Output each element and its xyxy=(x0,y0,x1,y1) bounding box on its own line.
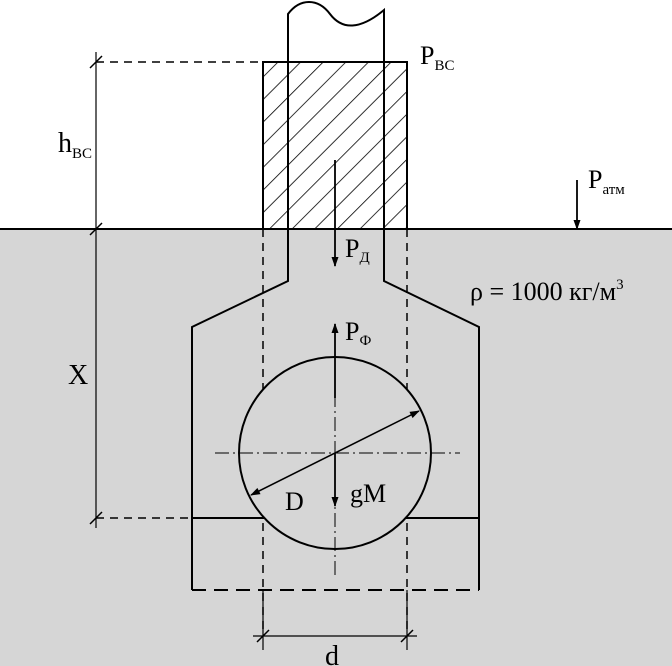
label-density: ρ = 1000 кг/м3 xyxy=(470,277,624,306)
label-p-f: PФ xyxy=(345,317,371,349)
tick-surface xyxy=(89,222,103,236)
label-p-d: PД xyxy=(345,234,370,266)
label-p-atm: Pатм xyxy=(588,165,625,198)
label-diameter-small: d xyxy=(325,641,339,666)
tick-top xyxy=(89,55,103,69)
housing-outline xyxy=(191,229,480,590)
label-x: X xyxy=(68,360,88,391)
label-diameter-big: D xyxy=(285,487,304,516)
dim-d-tick-right xyxy=(400,629,414,643)
dim-d-tick-left xyxy=(256,629,270,643)
rod-top xyxy=(287,1,385,62)
label-p-vs: PВС xyxy=(420,41,454,74)
label-weight: gM xyxy=(350,479,386,508)
label-h-vs: hВС xyxy=(58,128,92,162)
